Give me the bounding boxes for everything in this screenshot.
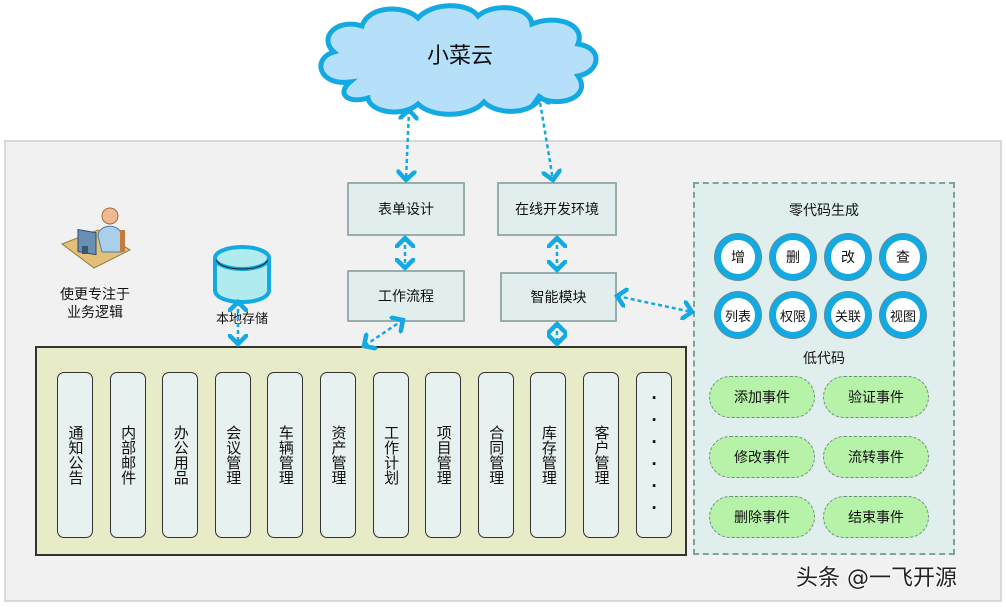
cloud-label: 小菜云 — [426, 44, 493, 69]
storage-label: 本地存储 — [215, 312, 268, 327]
smart-module-box[interactable]: 智能模块 — [500, 272, 617, 322]
zero-code-op[interactable]: 权限 — [770, 292, 816, 338]
person-label-line2: 业务逻辑 — [67, 305, 123, 321]
zero-code-op[interactable]: 查 — [880, 234, 926, 280]
low-code-title: 低代码 — [803, 351, 845, 367]
module-tile[interactable]: 会议管理 — [214, 372, 251, 538]
module-tile[interactable]: 通知公告 — [57, 372, 93, 538]
watermark: 头条 @一飞开源 — [796, 566, 957, 591]
code-generation-panel: 零代码生成 增删改查 列表权限关联视图 低代码 添加事件验证事件修改事件流转事件… — [693, 182, 955, 555]
user-at-computer-icon — [60, 207, 132, 269]
smart-module-label: 智能模块 — [530, 290, 587, 306]
database-icon — [213, 245, 271, 304]
zero-code-op[interactable]: 列表 — [715, 292, 761, 338]
low-code-event[interactable]: 验证事件 — [823, 376, 929, 418]
online-dev-env-box[interactable]: 在线开发环境 — [497, 182, 617, 236]
module-tile[interactable]: 客户管理 — [583, 372, 619, 538]
zero-code-op[interactable]: 改 — [825, 234, 871, 280]
module-tile[interactable]: 内部邮件 — [109, 372, 146, 538]
low-code-event[interactable]: 结束事件 — [823, 496, 929, 538]
business-modules-container: 通知公告内部邮件办公用品会议管理车辆管理资产管理工作计划项目管理合同管理库存管理… — [35, 346, 687, 556]
low-code-event[interactable]: 添加事件 — [709, 376, 815, 418]
form-design-label: 表单设计 — [378, 202, 434, 218]
low-code-event[interactable]: 修改事件 — [709, 436, 815, 478]
zero-code-op[interactable]: 关联 — [825, 292, 871, 338]
zero-code-title: 零代码生成 — [789, 203, 859, 219]
person-label: 使更专注于 业务逻辑 — [40, 286, 150, 322]
workflow-box[interactable]: 工作流程 — [347, 270, 465, 322]
module-tile[interactable]: 车辆管理 — [267, 372, 304, 538]
module-tile[interactable]: 办公用品 — [162, 372, 199, 538]
low-code-event[interactable]: 删除事件 — [709, 496, 815, 538]
zero-code-op[interactable]: 视图 — [880, 292, 926, 338]
zero-code-op[interactable]: 增 — [715, 234, 761, 280]
module-tile[interactable]: ······ — [635, 372, 672, 538]
cloud-icon — [318, 3, 599, 117]
module-tile[interactable]: 工作计划 — [372, 372, 409, 538]
form-design-box[interactable]: 表单设计 — [347, 182, 465, 236]
module-tile[interactable]: 合同管理 — [477, 372, 514, 538]
zero-code-op[interactable]: 删 — [770, 234, 816, 280]
workflow-label: 工作流程 — [378, 289, 434, 305]
person-label-line1: 使更专注于 — [60, 287, 130, 303]
module-tile[interactable]: 库存管理 — [530, 372, 567, 538]
low-code-event[interactable]: 流转事件 — [823, 436, 929, 478]
online-dev-env-label: 在线开发环境 — [515, 202, 599, 218]
module-tile[interactable]: 项目管理 — [425, 372, 462, 538]
module-tile[interactable]: 资产管理 — [320, 372, 356, 538]
